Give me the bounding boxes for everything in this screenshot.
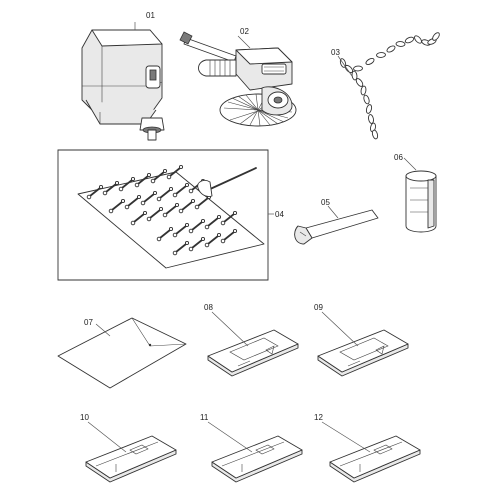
chain-link [355, 78, 364, 87]
part-01-label: 01 [146, 11, 155, 20]
chain-link [432, 32, 440, 41]
wrench [130, 210, 148, 226]
part-04-label: 04 [275, 210, 284, 219]
part-09-label: 09 [314, 303, 323, 312]
wrench [156, 186, 174, 202]
wrench [188, 218, 206, 234]
part-10-manual [85, 435, 177, 483]
part-11-leader [207, 421, 253, 453]
chain-link [414, 35, 422, 44]
part-11-manual [211, 435, 303, 483]
part-06-leader [403, 157, 417, 171]
manual-set: 08 09 10 11 12 [80, 303, 421, 483]
part-03-label: 03 [331, 48, 340, 57]
chain-link [371, 129, 379, 140]
chain-link [395, 41, 406, 47]
part-07-label: 07 [84, 318, 93, 327]
chain-link [368, 114, 374, 124]
wrench [220, 228, 238, 244]
part-10-label: 10 [80, 413, 89, 422]
chain-link [365, 57, 375, 66]
part-03-leader [337, 55, 353, 77]
chain-link [404, 36, 415, 44]
wrench [172, 240, 190, 256]
part-02-ribs [209, 60, 231, 76]
wrench [86, 184, 104, 200]
part-02-label: 02 [240, 27, 249, 36]
wrench [166, 164, 184, 180]
wrench [140, 190, 158, 206]
wrench [162, 202, 180, 218]
wrench [118, 176, 136, 192]
part-08-label: 08 [204, 303, 213, 312]
wrench [204, 232, 222, 248]
part-03-chain [339, 32, 440, 140]
part-08-leader [211, 311, 249, 347]
chain-link [363, 94, 370, 105]
part-06-container [405, 170, 437, 233]
part-05-spanner [294, 209, 379, 245]
part-12-manual [329, 435, 421, 483]
chain-link [360, 85, 367, 96]
part-05-leader [327, 205, 339, 219]
wrench [156, 226, 174, 242]
wrench [134, 172, 152, 188]
part-04-tool-kit [57, 149, 269, 281]
part-05-label: 05 [321, 198, 330, 207]
wrench [108, 198, 126, 214]
part-08-manual [207, 329, 299, 377]
wrench [220, 210, 238, 226]
wrench [188, 236, 206, 252]
part-07-leader [95, 323, 111, 337]
wrench [102, 180, 120, 196]
part-06-label: 06 [394, 153, 403, 162]
wrench [124, 194, 142, 210]
chain-link [386, 45, 396, 53]
wrench [204, 214, 222, 230]
chain-link [365, 104, 373, 114]
part-07-envelope [57, 317, 187, 389]
part-09-manual [317, 329, 409, 377]
part-01-housing [81, 29, 165, 141]
chain-link [376, 52, 386, 58]
part-04-wrenches [86, 164, 238, 256]
wrench [178, 198, 196, 214]
part-10-leader [87, 421, 127, 453]
wrench [146, 206, 164, 222]
wrench [172, 222, 190, 238]
part-11-label: 11 [200, 413, 209, 422]
part-02-pump-assembly [179, 31, 297, 127]
part-12-label: 12 [314, 413, 323, 422]
part-09-leader [321, 311, 359, 347]
part-12-leader [321, 421, 371, 453]
wrench [172, 182, 190, 198]
chain-link [353, 65, 363, 72]
part-02-leader [237, 35, 251, 49]
wrench [150, 168, 168, 184]
part-04-large-wrench [197, 167, 257, 197]
